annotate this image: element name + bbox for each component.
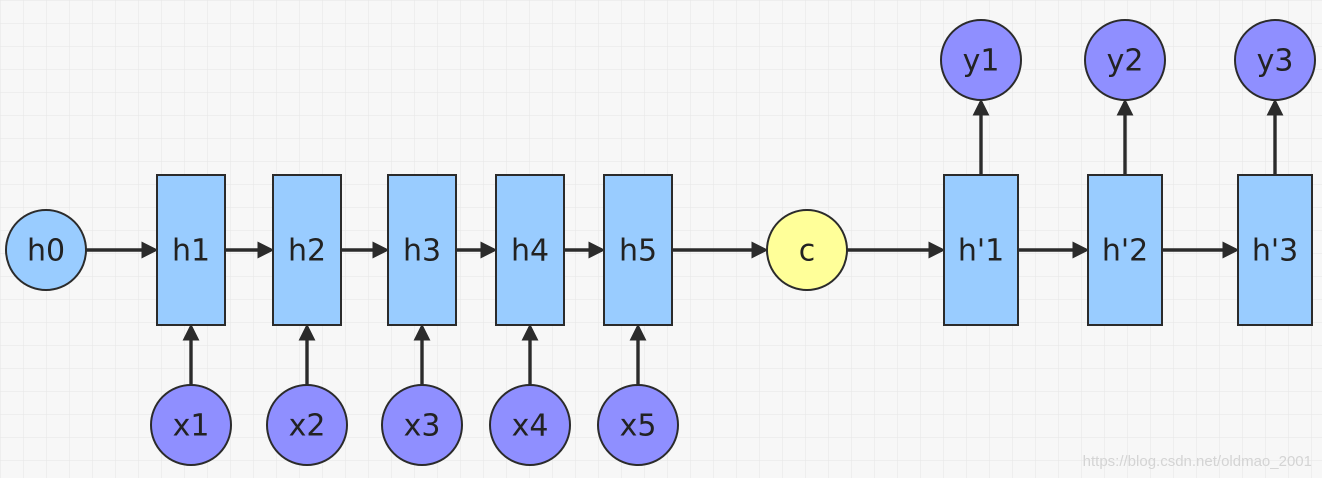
output-y3 [1234,19,1316,101]
output-y3-label: y3 [1257,44,1294,79]
encoder-state-1-label: h1 [172,234,210,269]
edges [86,98,1284,385]
input-x4 [489,384,571,466]
output-y2-label: y2 [1107,44,1144,79]
encoder-state-1 [156,174,226,326]
encoder-state-2-label: h2 [288,234,326,269]
encoder-state-4 [495,174,565,326]
context-vector-c [766,209,848,291]
input-x1 [150,384,232,466]
input-x2-label: x2 [289,409,326,444]
output-y1-label: y1 [963,44,1000,79]
watermark-text: https://blog.csdn.net/oldmao_2001 [1083,453,1312,470]
encoder-state-2 [272,174,342,326]
input-x4-label: x4 [512,409,549,444]
encoder-state-4-label: h4 [511,234,549,269]
initial-state-h0-label: h0 [27,234,65,269]
encoder-state-3-label: h3 [403,234,441,269]
input-x2 [266,384,348,466]
decoder-state-2-label: h'2 [1102,234,1148,269]
output-y2 [1084,19,1166,101]
input-x5-label: x5 [620,409,657,444]
nodes: h0 h1 x1 h2 x2 h3 x3 h4 x4 h5 x5 c h'1 y1 h'2 y2 h'3 y3 [5,19,1316,466]
decoder-state-2 [1087,174,1163,326]
decoder-state-3 [1237,174,1313,326]
input-x3-label: x3 [404,409,441,444]
encoder-state-3 [387,174,457,326]
decoder-state-1-label: h'1 [958,234,1004,269]
input-x3 [381,384,463,466]
input-x1-label: x1 [173,409,210,444]
context-vector-c-label: c [799,234,816,269]
encoder-state-5-label: h5 [619,234,657,269]
input-x5 [597,384,679,466]
encoder-state-5 [603,174,673,326]
decoder-state-1 [943,174,1019,326]
output-y1 [940,19,1022,101]
initial-state-h0 [5,209,87,291]
decoder-state-3-label: h'3 [1252,234,1298,269]
